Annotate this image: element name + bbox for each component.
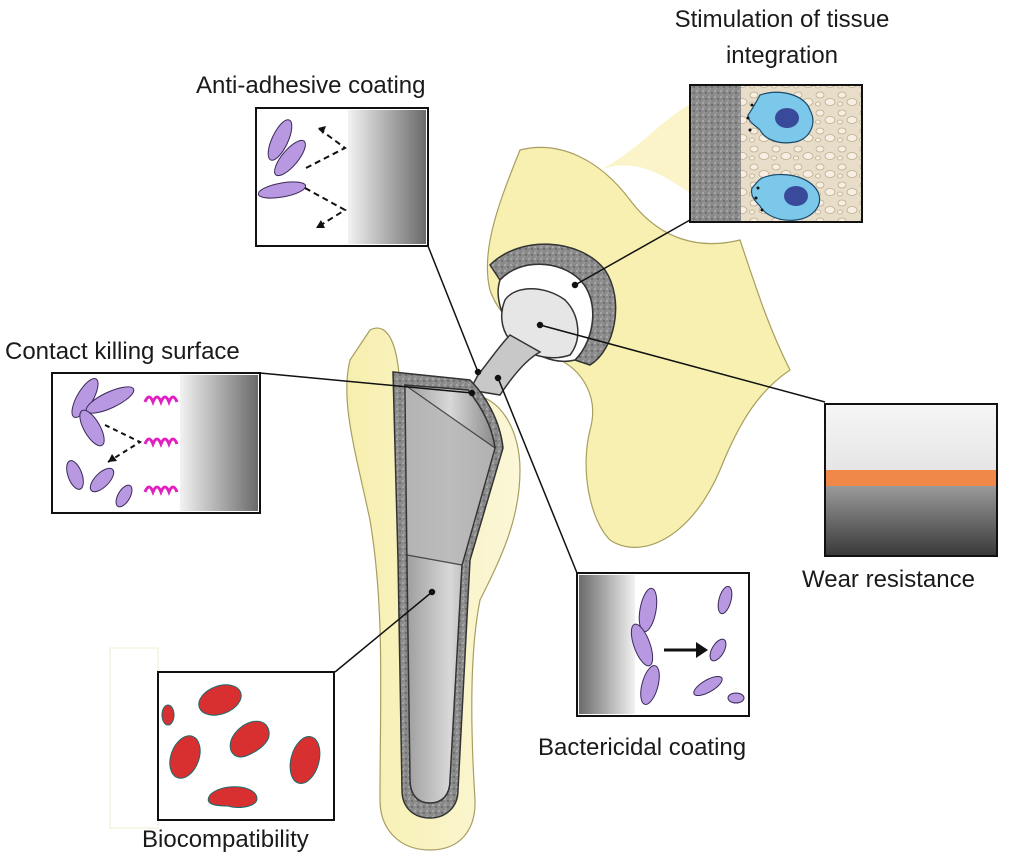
label-tissue-integration-2: integration — [725, 42, 839, 69]
bacterium — [693, 675, 723, 697]
bacterium — [727, 692, 745, 704]
label-wear-resistance: Wear resistance — [802, 566, 975, 593]
leader-lines — [259, 219, 826, 673]
label-contact-killing: Contact killing surface — [5, 338, 240, 365]
red-blood-cell — [207, 786, 258, 809]
bacterium — [717, 585, 733, 615]
inset-bactericidal — [576, 572, 750, 717]
bacterium — [257, 181, 307, 199]
red-blood-cell — [289, 736, 321, 784]
bacterium — [630, 623, 654, 667]
label-tissue-integration-1: Stimulation of tissue — [674, 6, 890, 33]
inset-wear-resistance — [824, 403, 998, 557]
inset-anti-adhesive — [255, 107, 429, 247]
bacterium — [709, 638, 727, 662]
red-blood-cell — [229, 720, 270, 758]
red-blood-cell — [169, 735, 201, 779]
inset-contact-killing — [51, 372, 261, 514]
inset-biocompatibility — [109, 647, 335, 829]
peptide-brushes — [143, 395, 179, 497]
bacterium — [267, 119, 293, 161]
label-bactericidal: Bactericidal coating — [538, 734, 747, 761]
bacterium — [115, 484, 133, 508]
label-anti-adhesive: Anti-adhesive coating — [196, 72, 426, 99]
bacterium — [274, 139, 306, 177]
bacterium — [79, 409, 105, 447]
stem-collar — [404, 383, 496, 566]
implant-neck — [468, 334, 542, 396]
bacterium — [66, 460, 84, 490]
red-blood-cell — [161, 704, 175, 726]
inset-tissue-integration — [689, 84, 863, 223]
red-blood-cell — [198, 684, 242, 716]
bacterium — [89, 467, 115, 493]
bacterium — [640, 665, 660, 705]
label-biocompatibility: Biocompatibility — [142, 826, 309, 853]
